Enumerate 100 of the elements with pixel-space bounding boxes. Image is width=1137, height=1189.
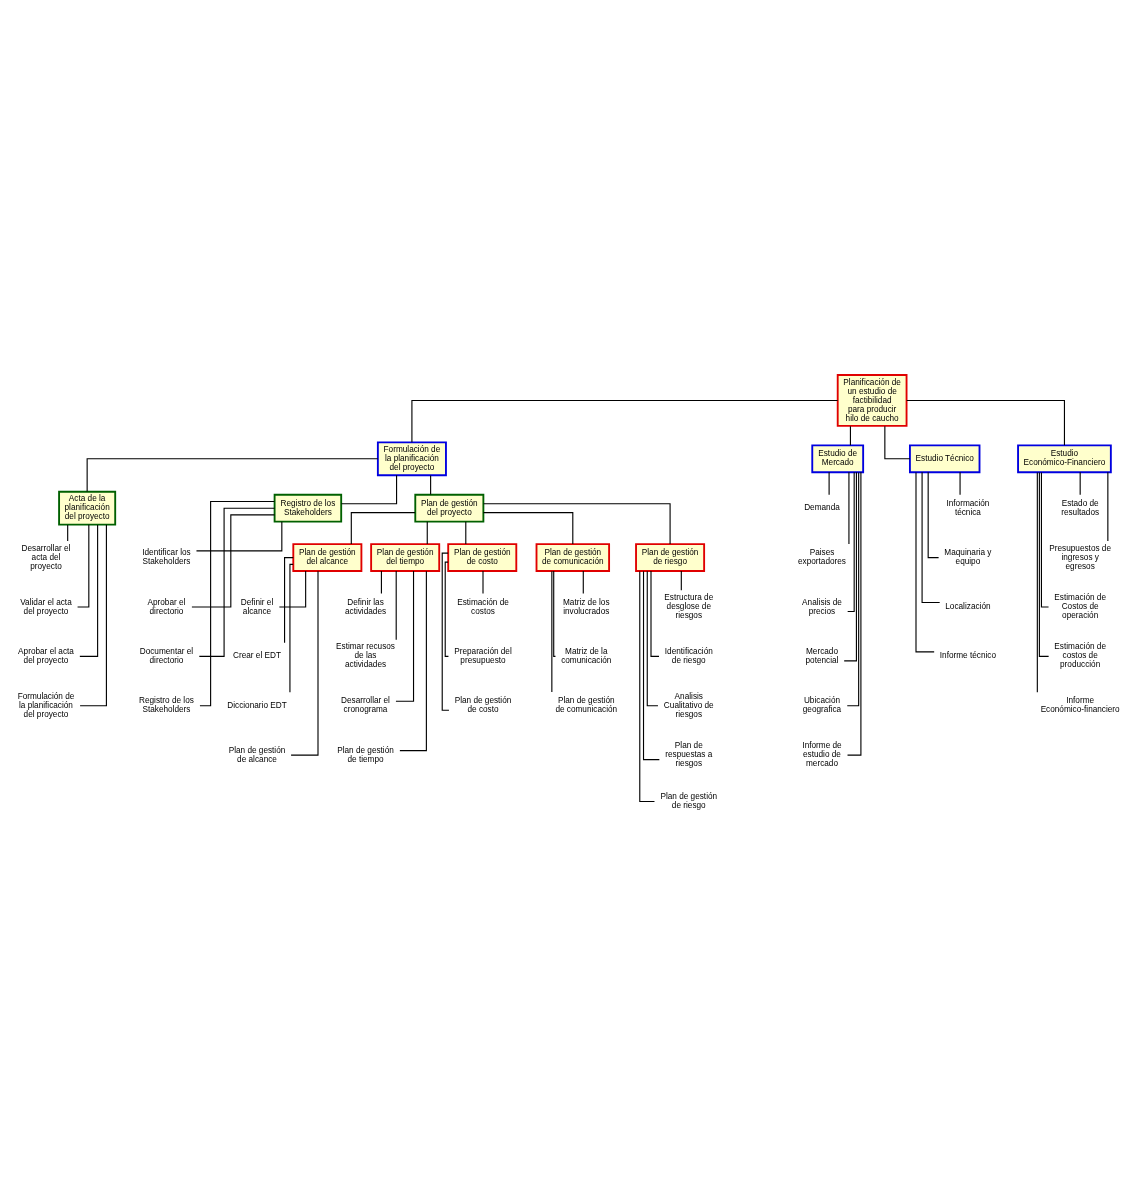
node-text: Estimación de Costos de operación [1054,592,1106,620]
node-text: Definir el alcance [240,597,274,616]
node-text: Analisis de precios [802,597,842,616]
connector [482,511,574,545]
node-text: Información técnica [946,498,990,517]
connector [426,520,428,545]
node-box: Registro de los Stakeholders [273,493,343,523]
node-text: Paises exportadores [798,547,846,566]
connector [551,570,553,693]
node-text: Localización [945,601,991,611]
connector [846,471,860,706]
connector [828,471,830,495]
connector [1036,471,1038,693]
connector [1107,471,1109,541]
node-text: Aprobar el acta del proyecto [18,646,74,665]
node-text: Preparación del presupuesto [454,646,512,665]
node-text: Analisis Cualitativo de riesgos [663,691,714,719]
node-text: Matriz de los involucrados [562,597,610,616]
node-text: Plan de gestión de tiempo [337,745,394,764]
connector [284,556,294,643]
node-box: Plan de gestión de riesgo [635,542,706,572]
node-box: Planificación de un estudio de factibilidad para producir hilo de caucho [836,373,908,427]
connector [884,425,911,459]
node-text: Informe Económico-financiero [1040,695,1120,714]
connector [441,552,450,711]
node-text: Validar el acta del proyecto [20,597,72,616]
node-text: Ubicación geografica [802,695,842,714]
node-text: Estado de resultados [1061,498,1100,517]
node-text: Plan de gestión de costo [454,695,512,714]
connector [77,523,90,608]
connector [642,570,660,760]
node-box: Acta de la planificación del proyecto [58,490,117,526]
node-text: Estructura de desglose de riesgos [664,592,714,620]
connector [1079,471,1081,495]
node-text: Formulación de la planificación del proyecto [17,691,75,719]
connector [849,425,851,446]
connector [1040,471,1050,608]
connector [289,563,294,693]
node-text: Demanda [804,502,840,512]
node-text: Presupuestos de ingresos y egresos [1049,543,1112,571]
node-box: Plan de gestión del alcance [292,542,363,572]
connector [195,520,283,551]
connector [915,471,935,652]
node-text: Informe técnico [939,650,997,660]
node-text: Mercado potencial [805,646,839,665]
node-text: Identificar los Stakeholders [142,547,191,566]
node-box: Estudio Técnico [909,443,981,473]
node-text: Aprobar el directorio [147,597,186,616]
node-text: Estimar recusos de las actividades [336,641,395,669]
connector [650,570,660,657]
node-box: Plan de gestión de costo [447,542,518,572]
connector [847,471,855,612]
connector [444,561,449,657]
connector [906,399,1065,446]
connector [79,523,99,657]
node-box: Plan de gestión del proyecto [414,493,485,523]
node-text: Maquinaria y equipo [944,547,992,566]
node-box: Formulación de la planificación del proyecto [376,440,447,476]
node-text: Estimación de costos de producción [1054,641,1106,669]
node-text: Matriz de la comunicación [561,646,612,665]
node-text: Definir las actividades [344,597,387,616]
connector [340,474,398,504]
node-text: Diccionario EDT [227,700,287,710]
connector [399,570,427,751]
connector [430,474,432,495]
connector [350,511,416,545]
node-text: Documentar el directorio [139,646,194,665]
connector [843,471,857,661]
connector [86,457,379,492]
connector [395,570,397,640]
node-text: Informe de estudio de mercado [802,740,842,768]
node-box: Plan de gestión del tiempo [370,542,441,572]
connector [553,570,557,657]
connector [646,570,659,706]
node-text: Crear el EDT [233,650,281,660]
node-text: Identificación de riesgo [664,646,713,665]
connector [921,471,941,603]
connector [79,523,107,706]
connector [290,570,319,756]
node-text: Registro de los Stakeholders [139,695,194,714]
node-box: Estudio Económico-Financiero [1017,443,1112,473]
node-box: Estudio de Mercado [811,443,865,473]
connector [1038,471,1050,657]
connector [380,570,382,594]
node-text: Plan de respuestas a riesgos [665,740,713,768]
node-text: Plan de gestión de comunicación [555,695,618,714]
node-box: Plan de gestión de comunicación [535,542,611,572]
connector [582,570,584,594]
connector [483,502,671,545]
node-text: Desarrollar el acta del proyecto [21,543,71,571]
connector [927,471,940,558]
connector [465,520,467,545]
node-text: Plan de gestión de riesgo [660,791,718,810]
connector [395,570,415,702]
node-text: Estimación de costos [457,597,509,616]
node-text: Plan de gestión de alcance [228,745,286,764]
connector [278,570,307,608]
connector [411,399,839,443]
connector [191,513,276,608]
connector [198,507,276,657]
